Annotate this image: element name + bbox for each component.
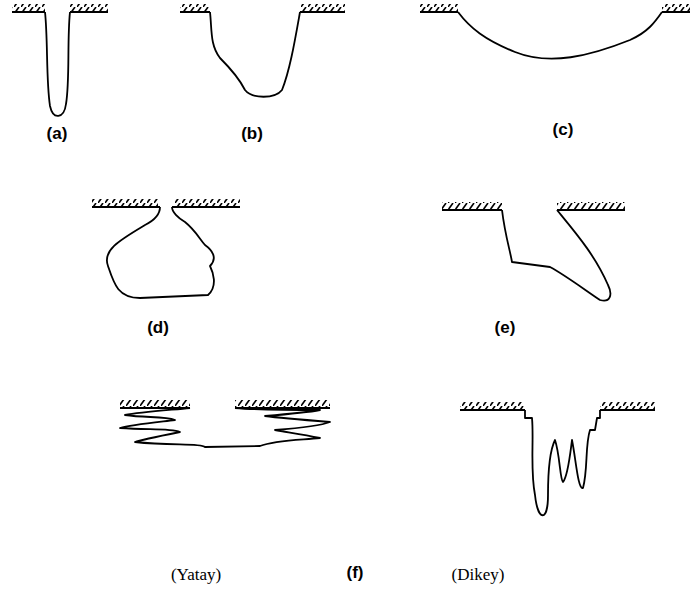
figure-label: (a) [47, 124, 68, 144]
figure-label: (d) [147, 318, 169, 338]
figure-label: (b) [241, 124, 263, 144]
figure-label: (c) [553, 120, 574, 140]
pit-c [420, 4, 690, 59]
sub-label: (Dikey) [452, 565, 505, 585]
pit-f-horizontal [120, 400, 330, 447]
sub-label: (Yatay) [171, 565, 221, 585]
pit-e [442, 202, 625, 301]
pit-a [12, 4, 108, 116]
figure-label: (f) [347, 563, 364, 583]
pit-b [180, 4, 345, 97]
pit-d [92, 199, 240, 298]
figure-label: (e) [495, 318, 516, 338]
pit-f-vertical [460, 402, 655, 515]
